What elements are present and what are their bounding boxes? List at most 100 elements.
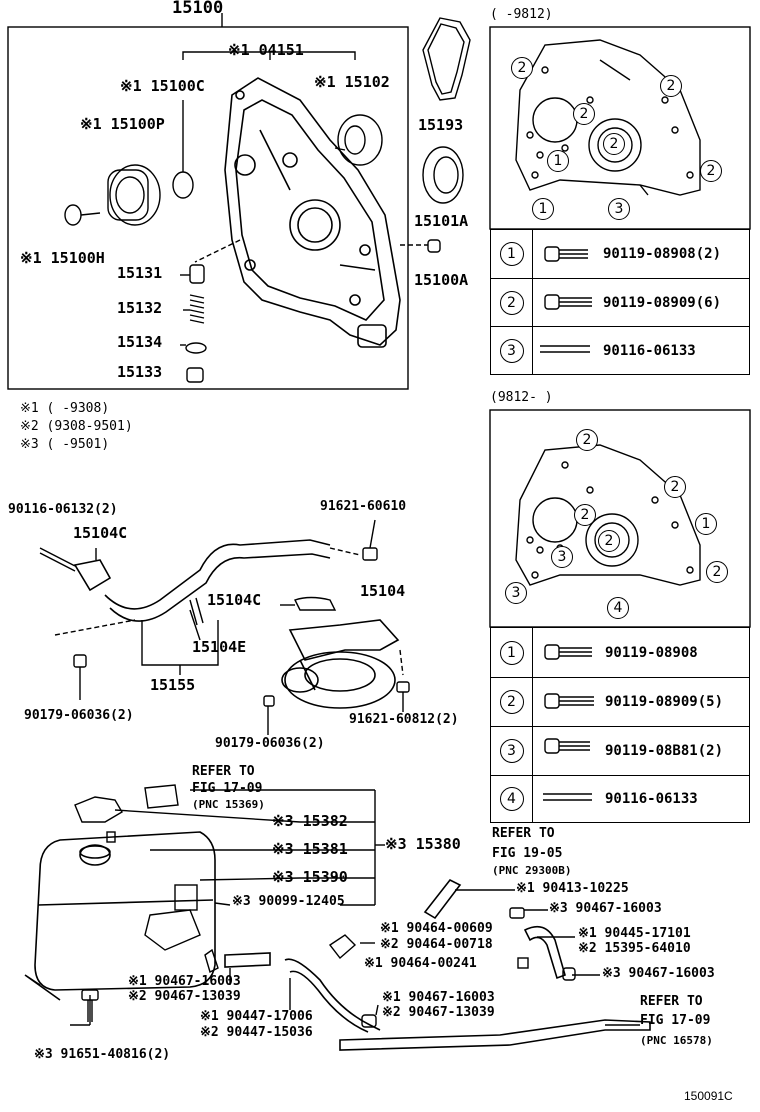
row-number: 3 [499,739,524,763]
label-90464-00609: ※1 90464-00609 [380,921,493,936]
label-15133: 15133 [117,363,163,381]
table-row: 3 90119-08B81(2) [491,726,749,775]
label-15395-64010: ※2 15395-64010 [578,941,691,956]
callout-number: 2 [598,530,620,552]
panel-bottom-header: (9812- ) [490,390,553,405]
label-90447-15036: ※2 90447-15036 [200,1025,313,1040]
gear-15100P [107,164,161,226]
label-90467-16003-a: ※3 90467-16003 [549,901,662,916]
tube-15155 [73,539,331,622]
label-15100H: ※1 15100H [20,249,105,267]
rotor-15102 [334,114,383,166]
part-number: 90119-08B81(2) [605,743,724,759]
panel-top-header: ( -9812) [490,7,553,22]
callout-number: 1 [547,150,569,172]
label-15104C-right: 15104C [207,591,262,609]
callout-number: 4 [607,597,629,619]
label-90179-06036-right: 90179-06036(2) [215,736,325,751]
label-15100P: ※1 15100P [80,115,165,133]
label-15382: ※3 15382 [272,812,348,830]
label-90467-16003-e: ※1 90467-16003 [382,990,495,1005]
bolt-icons-bottom [543,644,594,801]
label-15193: 15193 [418,116,464,134]
callout-number: 2 [576,429,598,451]
label-90467-13039-f: ※2 90467-13039 [382,1005,495,1020]
callout-number: 3 [551,546,573,568]
part-number: 90119-08908 [605,644,698,661]
row-number: 2 [499,690,524,714]
refer3-line2: FIG 17-09 [640,1013,711,1028]
panel-top-table: 1 90119-08908(2) 2 90119-08909(6) 3 9011… [490,229,750,375]
pump-group-frame [7,26,409,390]
callout-number: 2 [700,160,722,182]
row-number: 4 [499,787,524,811]
label-15100C: ※1 15100C [120,77,205,95]
part-number: 90116-06133 [603,342,696,359]
panel-bottom-table: 1 90119-08908 2 90119-08909(5) 3 90119-0… [490,627,750,823]
figure-id: 150091C [684,1089,733,1103]
refer1-line2: FIG 17-09 [192,781,263,796]
refer2-line3: (PNC 29300B) [492,864,572,877]
row-number: 2 [499,290,524,315]
label-15100A: 15100A [414,271,469,289]
label-15104: 15104 [360,582,406,600]
label-15132: 15132 [117,299,163,317]
table-row: 2 90119-08909(5) [491,677,749,726]
callout-number: 2 [574,504,596,526]
callout-number: 2 [573,103,595,125]
label-15380: ※3 15380 [385,835,461,853]
row-number: 1 [499,640,524,665]
row-number: 1 [499,242,524,266]
panel-bottom-sketch [515,444,701,586]
group-title: 15100 [172,0,224,18]
callout-number: 1 [695,513,717,535]
label-90413-10225: ※1 90413-10225 [516,881,629,896]
callout-number: 3 [608,198,630,220]
label-15155: 15155 [150,676,196,694]
refer2-line2: FIG 19-05 [492,846,563,861]
label-90467-13039-d: ※2 90467-13039 [128,989,241,1004]
label-15390: ※3 15390 [272,868,348,886]
part-number: 90119-08909(5) [605,694,724,710]
part-number: 90119-08909(6) [603,294,722,311]
callout-number: 2 [511,57,533,79]
hoses [224,878,651,1051]
row-number: 3 [499,338,524,363]
label-90099-12405: ※3 90099-12405 [232,894,345,909]
label-90467-16003-c: ※1 90467-16003 [128,974,241,989]
strainer-15104 [281,619,400,709]
callout-number: 2 [603,133,625,155]
callout-number: 3 [505,582,527,604]
label-15104C-left: 15104C [73,524,128,542]
label-90116-06132: 90116-06132(2) [8,502,118,517]
panel-top-sketch [515,39,701,196]
note-1: ※1 ( -9308) [20,401,110,416]
washer-pump [144,884,201,951]
label-90464-00718: ※2 90464-00718 [380,937,493,952]
refer1-line1: REFER TO [192,764,255,779]
label-15134: 15134 [117,333,163,351]
refer1-line3: (PNC 15369) [192,798,265,811]
label-91621-60812: 91621-60812(2) [349,712,459,727]
label-15381: ※3 15381 [272,840,348,858]
label-04151: ※1 04151 [228,41,304,59]
table-row: 3 90116-06133 [491,326,749,374]
table-row: 1 90119-08908 [491,628,749,677]
callout-number: 2 [660,75,682,97]
callout-number: 1 [532,198,554,220]
note-2: ※2 (9308-9501) [20,419,133,434]
seal-15101A [422,146,464,204]
part-number: 90119-08908(2) [603,246,722,262]
part-number: 90116-06133 [605,791,698,807]
label-90464-00241: ※1 90464-00241 [364,956,477,971]
refer3-line1: REFER TO [640,994,703,1009]
washer-tank [24,831,216,1001]
callout-number: 2 [664,476,686,498]
refer2-line1: REFER TO [492,826,555,841]
label-91621-60610: 91621-60610 [320,499,407,514]
label-15131: 15131 [117,264,163,282]
label-15102: ※1 15102 [314,73,390,91]
label-90445-17101: ※1 90445-17101 [578,926,691,941]
label-90447-17006: ※1 90447-17006 [200,1009,313,1024]
label-15104E: 15104E [192,638,247,656]
